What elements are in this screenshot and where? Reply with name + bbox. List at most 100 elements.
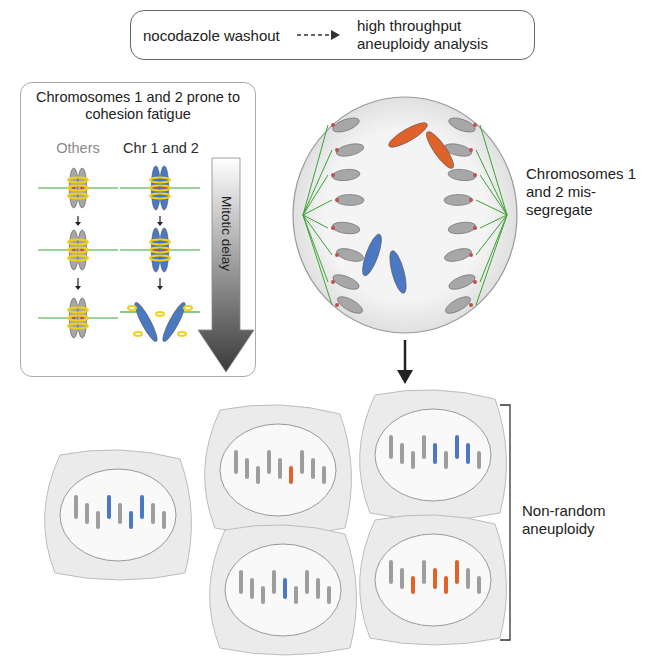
chromosome-stick [389,560,393,584]
chromosome-stick [322,466,326,484]
nucleus [375,409,491,501]
daughter-cell [45,450,192,580]
chromosome-part [160,166,169,210]
chromatid [443,293,473,316]
cohesin-fragment [128,306,136,310]
step-arrow [159,278,160,287]
chromosome-stick [422,560,426,584]
mitotic-cell [293,97,517,333]
centromere [335,303,339,307]
chromosome-stick [151,503,155,524]
step-arrow [159,216,160,223]
step-arrow [77,216,78,223]
lagging-chromatid [387,249,410,295]
centromere [469,303,473,307]
chromosome-stick [261,586,265,604]
chromosome-part [151,166,160,210]
chromosome [120,300,200,343]
chromatid [332,168,361,182]
chromosome [38,298,118,338]
chromosome-stick [239,570,243,594]
chromatid [335,246,365,264]
chromatid [448,168,477,182]
cohesin-ring [68,186,88,191]
chromatid [336,194,364,205]
chromosome-stick [466,568,470,589]
step-arrow [77,278,78,287]
daughter-cell [205,405,352,535]
column-label: Chr 1 and 2 [116,140,206,156]
outcome-label: Chromosomes 1 and 2 mis-segregate [526,165,658,219]
chromosome-stick [433,443,437,464]
centromere [335,148,339,152]
chromosome-stick [272,570,276,594]
chromosome-stick [477,576,481,594]
cohesin-ring [68,248,88,253]
chromosome-stick [140,495,144,519]
workflow-box: nocodazole washouthigh throughput aneupl… [130,10,535,60]
spindle-fiber [480,125,507,215]
centromere [473,226,477,230]
daughter-cell [210,525,357,655]
column-label: Others [42,140,114,156]
spindle-fiber [303,125,328,215]
outcome-label: Non-random aneuploidy [522,502,642,538]
cohesin-fragment [134,332,142,336]
chromosome-stick [278,458,282,479]
mitotic-chromosomes [303,115,507,317]
spindle-fiber [476,200,507,215]
lagging-chromatid [359,232,385,277]
centromere [473,173,477,177]
cohesin-ring [68,256,88,261]
chromosome-stick [250,578,254,599]
cohesin-fragment [178,332,186,336]
nucleus [60,469,176,561]
down-arrowhead [397,370,413,384]
chromosome-stick [400,568,404,589]
chromosome-stick [455,435,459,459]
panel-heading: Chromosomes 1 and 2 prone to cohesion fa… [29,89,247,124]
delay-arrow [198,158,254,372]
chromatid [444,194,472,205]
step-text: nocodazole washout [143,27,280,44]
chromosome-part [69,168,78,208]
chromosome-stick [283,578,287,599]
chromosome [38,230,118,270]
chromosome-part [78,298,87,338]
chromosome-part [160,228,169,272]
centromere [331,173,335,177]
step-arrowhead [75,222,81,226]
spindle-fiber [303,215,332,255]
spindle-fiber [476,150,507,215]
nucleus [220,424,336,516]
cohesin-ring [150,240,170,245]
chromosome-stick [289,466,293,484]
spindle-fiber [476,215,507,305]
centromere [331,280,335,284]
chromatid [335,293,365,316]
cohesin-ring [68,316,88,321]
centromere [473,123,477,127]
microtubule [182,311,200,312]
cohesin-ring [150,194,170,199]
chromosome-part [151,228,160,272]
chromosome-stick [327,586,331,604]
chromosome-stick [433,568,437,589]
cohesin-ring [150,178,170,183]
centromere [469,148,473,152]
arrowhead [331,30,340,40]
chromosome-stick [107,495,111,519]
centromere [469,253,473,257]
cohesin-ring [68,194,88,199]
cohesin-ring [68,308,88,313]
down-arrow [404,340,407,372]
spindle-fiber [303,215,332,305]
chromosome-part [69,298,78,338]
cohesin-ring [150,256,170,261]
chromosome-stick [400,443,404,464]
cohesin-ring [68,178,88,183]
chromosome-stick [444,576,448,594]
chromatid [331,272,361,293]
chromosome-stick [316,578,320,599]
cohesin-ring [150,186,170,191]
